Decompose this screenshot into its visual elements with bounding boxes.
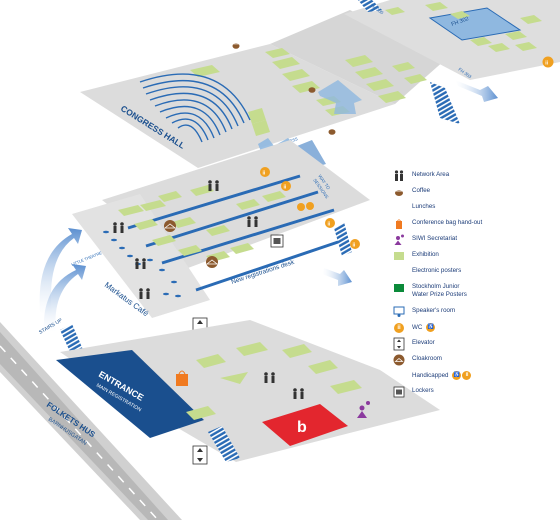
svg-text:ii: ii bbox=[328, 222, 331, 228]
congress-hall-seating bbox=[139, 73, 251, 143]
legend-lunches: Lunches bbox=[392, 200, 557, 216]
wc-icon: ii bbox=[260, 167, 270, 177]
speakers-room-icon bbox=[392, 305, 406, 319]
handicapped-icon: ♿ bbox=[452, 371, 462, 380]
legend-label: Exhibition bbox=[412, 251, 439, 258]
legend-handicapped: Handicapped♿ii bbox=[392, 368, 557, 384]
legend-bag: Conference bag hand-out bbox=[392, 216, 557, 232]
wc-icon: ii bbox=[392, 321, 406, 335]
wc-icon: ii bbox=[281, 181, 291, 191]
legend-exhibition: Exhibition bbox=[392, 248, 557, 264]
fh302-label: FH 302 bbox=[451, 16, 470, 28]
legend-cloakroom: Cloakroom bbox=[392, 352, 557, 368]
top-floor: CONGRESS HALL WAY TO PRESS FH 300 FH 302… bbox=[80, 0, 560, 168]
legend-label: Electronic posters bbox=[412, 267, 462, 274]
middle-floor: LITTLE THEATRE Markatus Café New registr… bbox=[60, 140, 370, 356]
elevator-icon bbox=[392, 337, 406, 351]
siwi-icon bbox=[392, 233, 406, 247]
wc-icon: ii bbox=[462, 371, 472, 380]
network-area-icon bbox=[247, 216, 258, 227]
network-area-icon bbox=[293, 388, 304, 399]
coffee-icon bbox=[328, 129, 336, 135]
legend-network-area: Network Area bbox=[392, 168, 557, 184]
arrow-icon bbox=[43, 264, 86, 332]
coffee-icon bbox=[392, 185, 406, 199]
network-area-icon bbox=[208, 180, 219, 191]
network-area-icon bbox=[392, 169, 406, 183]
arrow-icon bbox=[39, 228, 82, 316]
legend-label: SIWI Secretariat bbox=[412, 235, 458, 242]
handicapped-icon: ♿ bbox=[426, 323, 436, 332]
coffee-icon bbox=[308, 87, 316, 93]
legend-wc: ii WC♿ bbox=[392, 320, 557, 336]
legend-label: Stockholm Junior bbox=[412, 283, 460, 290]
coffee-icon bbox=[232, 43, 240, 49]
lockers-icon bbox=[392, 385, 406, 399]
street-centerline bbox=[0, 345, 159, 521]
legend-label: Speaker's room bbox=[412, 307, 456, 314]
legend-posters: Electronic posters bbox=[392, 264, 557, 280]
arrow-icon bbox=[322, 268, 352, 286]
legend-elevator: Elevator bbox=[392, 336, 557, 352]
network-area-icon bbox=[135, 258, 146, 269]
legend-label: Network Area bbox=[412, 171, 450, 178]
svg-text:ii: ii bbox=[284, 185, 287, 191]
cloakroom-icon bbox=[163, 220, 177, 232]
legend-siwi: SIWI Secretariat bbox=[392, 232, 557, 248]
arrow-icon bbox=[455, 80, 498, 102]
siwi-icon bbox=[357, 401, 370, 418]
cafe-tables bbox=[103, 230, 181, 298]
legend-label: Lockers bbox=[412, 387, 434, 394]
elevator-icon bbox=[192, 445, 208, 465]
network-area-icon bbox=[264, 372, 275, 383]
network-area-icon bbox=[113, 222, 124, 233]
exhibition-icon bbox=[392, 249, 406, 263]
legend-label: Cloakroom bbox=[412, 355, 442, 362]
cloakroom-icon bbox=[392, 353, 406, 367]
legend-label: Water Prize Posters bbox=[412, 290, 467, 298]
bottom-floor: ENTRANCE MAIN REGISTRATION b FOLKETS HUS… bbox=[0, 320, 440, 521]
wc-icon: ii bbox=[542, 56, 554, 68]
lockers-icon bbox=[270, 234, 284, 248]
legend-speakers: Speaker's room bbox=[392, 304, 557, 320]
cloakroom-icon bbox=[205, 256, 219, 268]
stage-letter: b bbox=[297, 419, 307, 436]
legend-label: Lunches bbox=[412, 203, 436, 210]
svg-text:ii: ii bbox=[353, 243, 356, 249]
lunches-icon bbox=[392, 201, 406, 215]
little-theatre-label: LITTLE THEATRE bbox=[71, 250, 103, 267]
wc-icon: ii bbox=[325, 218, 335, 228]
legend-lockers: Lockers bbox=[392, 384, 557, 400]
network-area-icon bbox=[139, 288, 150, 299]
svg-text:ii: ii bbox=[545, 61, 548, 67]
bag-icon bbox=[392, 217, 406, 231]
legend-label: Handicapped bbox=[412, 372, 449, 380]
bag-icon bbox=[176, 370, 188, 386]
handicapped-icon bbox=[297, 202, 314, 211]
stage bbox=[262, 404, 348, 446]
svg-text:ii: ii bbox=[263, 171, 266, 177]
legend-coffee: Coffee bbox=[392, 184, 557, 200]
posters-icon bbox=[392, 265, 406, 279]
legend-label: WC bbox=[412, 324, 423, 332]
wc-icon: ii bbox=[350, 239, 360, 249]
handicapped-legend-icon bbox=[392, 369, 406, 383]
legend-label: Conference bag hand-out bbox=[412, 219, 483, 226]
junior-posters-icon bbox=[392, 281, 406, 295]
legend-label: Coffee bbox=[412, 187, 431, 194]
arrow-icon bbox=[318, 80, 362, 114]
new-registrations-label: New registrations desk bbox=[230, 259, 295, 286]
corridor-lines bbox=[127, 174, 345, 292]
map-legend: Network Area Coffee Lunches Conference b… bbox=[392, 168, 557, 400]
legend-label: Elevator bbox=[412, 339, 435, 346]
